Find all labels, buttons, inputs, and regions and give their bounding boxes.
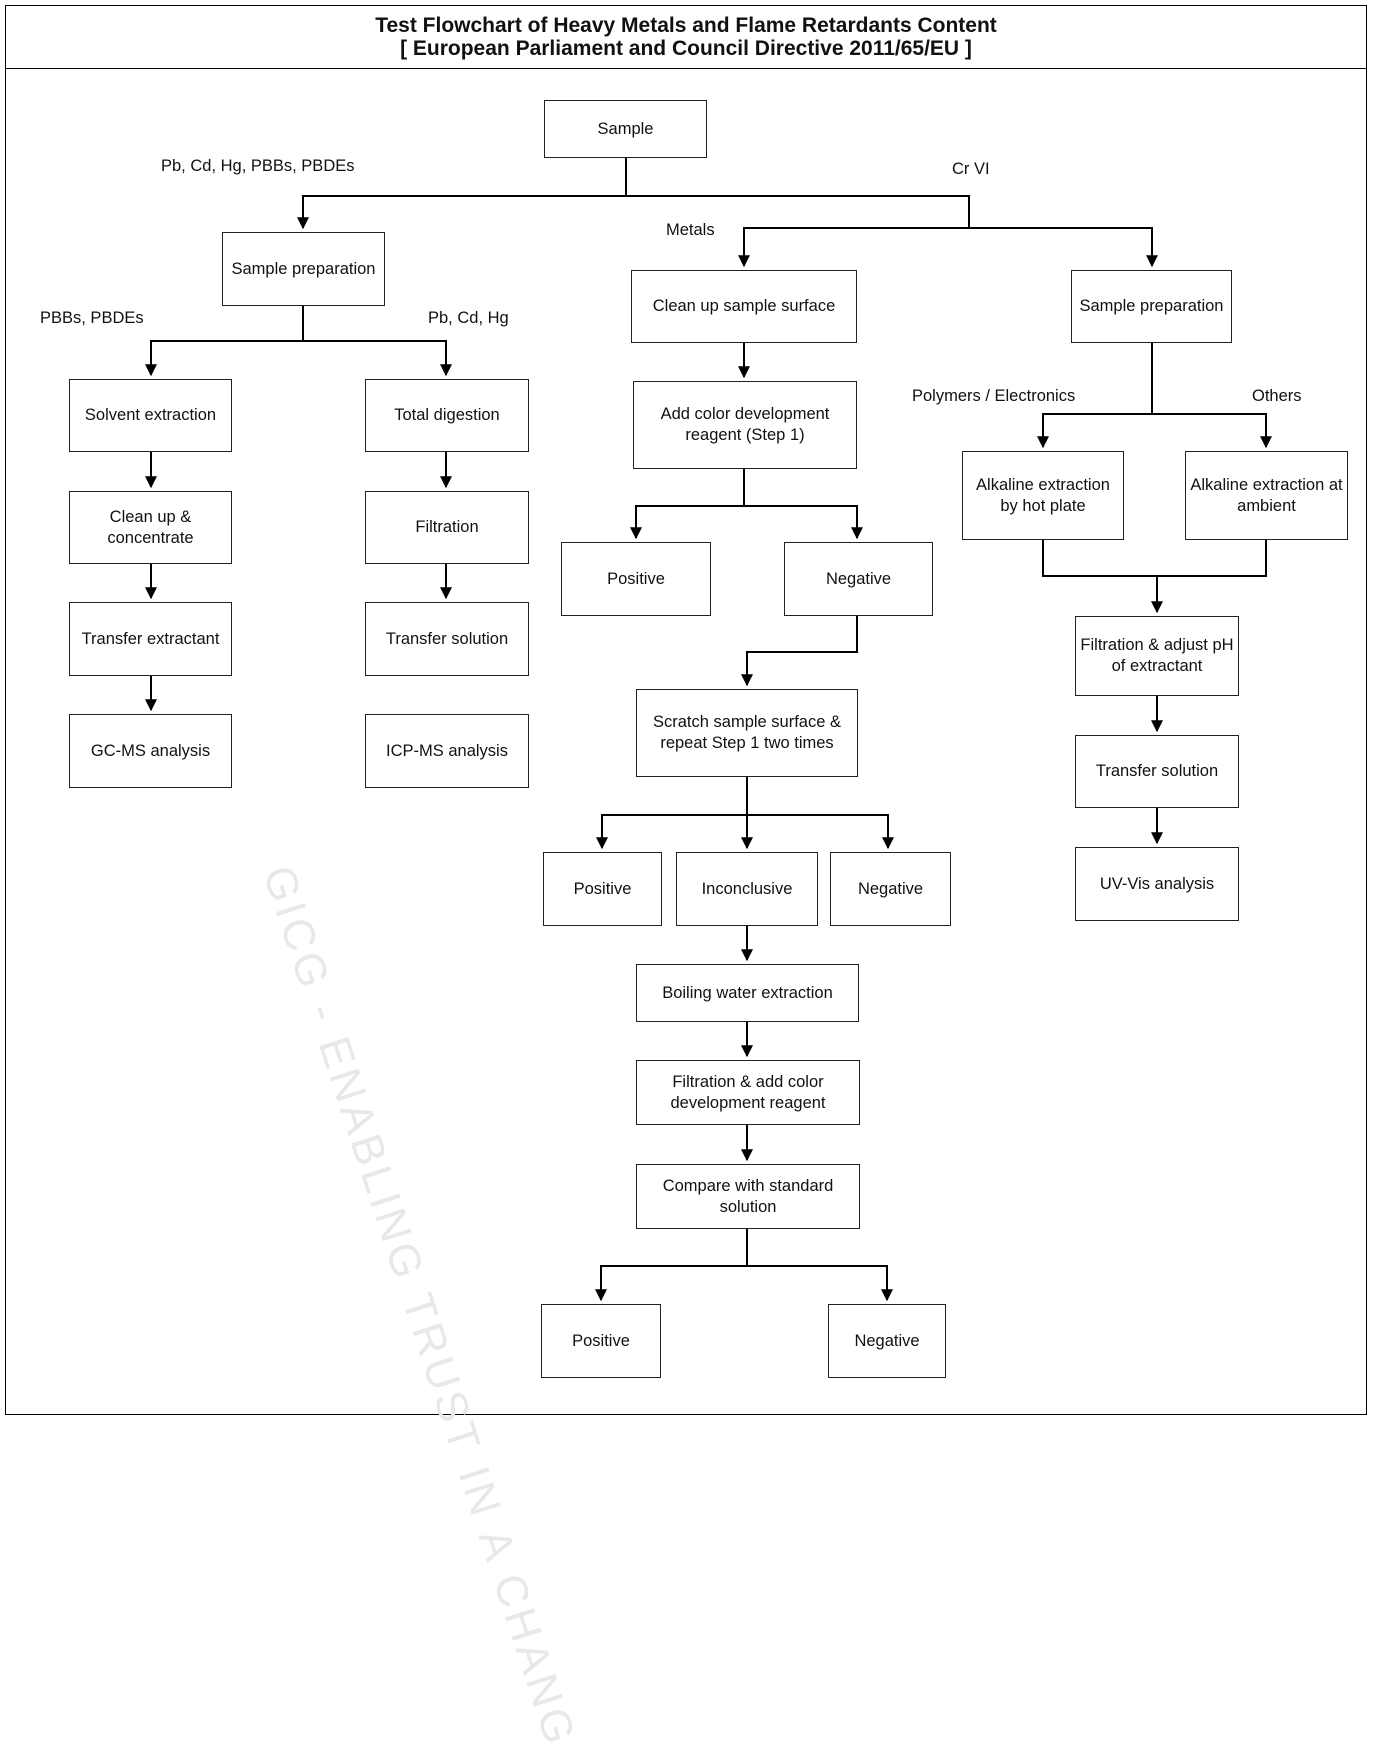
box-gc-ms-analysis: GC-MS analysis — [69, 714, 232, 788]
box-sample-preparation-right: Sample preparation — [1071, 270, 1232, 343]
arrow-to-total-digestion — [303, 340, 452, 377]
box-alkaline-ambient: Alkaline extraction at ambient — [1185, 451, 1348, 540]
arrow-to-negative-3 — [747, 1265, 893, 1302]
arrow-to-positive-3 — [595, 1229, 748, 1302]
arrow-to-prep-left — [297, 158, 627, 230]
box-filtration-adjust-ph: Filtration & adjust pH of extractant — [1075, 616, 1239, 696]
label-crvi: Cr VI — [952, 160, 990, 178]
box-positive-1: Positive — [561, 542, 711, 616]
arrow-to-clean-surface — [738, 227, 969, 268]
box-sample-preparation-left: Sample preparation — [222, 232, 385, 306]
box-filtration-add-color: Filtration & add color development reage… — [636, 1060, 860, 1125]
arrow-to-solvent — [145, 306, 304, 377]
box-alkaline-hot-plate: Alkaline extraction by hot plate — [962, 451, 1124, 540]
arrow-to-alkaline-ambient — [1152, 413, 1272, 449]
arrow-to-scratch — [741, 616, 858, 687]
box-transfer-solution-right: Transfer solution — [1075, 735, 1239, 808]
box-solvent-extraction: Solvent extraction — [69, 379, 232, 452]
arrow-to-prep-right — [969, 227, 1158, 268]
box-negative-3: Negative — [828, 1304, 946, 1378]
box-positive-2: Positive — [543, 852, 662, 926]
box-positive-3: Positive — [541, 1304, 661, 1378]
label-pb-cd-hg: Pb, Cd, Hg — [428, 309, 509, 327]
arrow-to-alkaline-hot — [1037, 343, 1153, 449]
box-sample: Sample — [544, 100, 707, 158]
title-line-1: Test Flowchart of Heavy Metals and Flame… — [375, 13, 997, 37]
title-line-2: [ European Parliament and Council Direct… — [400, 36, 972, 60]
title-bar: Test Flowchart of Heavy Metals and Flame… — [5, 5, 1367, 69]
box-uv-vis-analysis: UV-Vis analysis — [1075, 847, 1239, 921]
box-transfer-extractant: Transfer extractant — [69, 602, 232, 676]
box-icp-ms-analysis: ICP-MS analysis — [365, 714, 529, 788]
box-clean-up-sample-surface: Clean up sample surface — [631, 270, 857, 343]
arrow-to-negative-1 — [744, 505, 863, 540]
label-others: Others — [1252, 387, 1302, 405]
box-negative-1: Negative — [784, 542, 933, 616]
box-scratch-sample-surface: Scratch sample surface & repeat Step 1 t… — [636, 689, 858, 777]
box-compare-standard: Compare with standard solution — [636, 1164, 860, 1229]
label-metals: Metals — [666, 221, 715, 239]
label-left-branch: Pb, Cd, Hg, PBBs, PBDEs — [161, 157, 355, 175]
box-total-digestion: Total digestion — [365, 379, 529, 452]
box-clean-up-concentrate: Clean up & concentrate — [69, 491, 232, 564]
box-add-color-reagent: Add color development reagent (Step 1) — [633, 381, 857, 469]
box-boiling-water-extraction: Boiling water extraction — [636, 964, 859, 1022]
label-pbbs-pbdes: PBBs, PBDEs — [40, 309, 144, 327]
box-transfer-solution-left: Transfer solution — [365, 602, 529, 676]
box-negative-2: Negative — [830, 852, 951, 926]
label-polymers-electronics: Polymers / Electronics — [912, 387, 1076, 405]
box-inconclusive: Inconclusive — [676, 852, 818, 926]
arrow-to-positive-1 — [630, 469, 745, 540]
connector-lines — [145, 158, 1272, 1302]
box-filtration: Filtration — [365, 491, 529, 564]
